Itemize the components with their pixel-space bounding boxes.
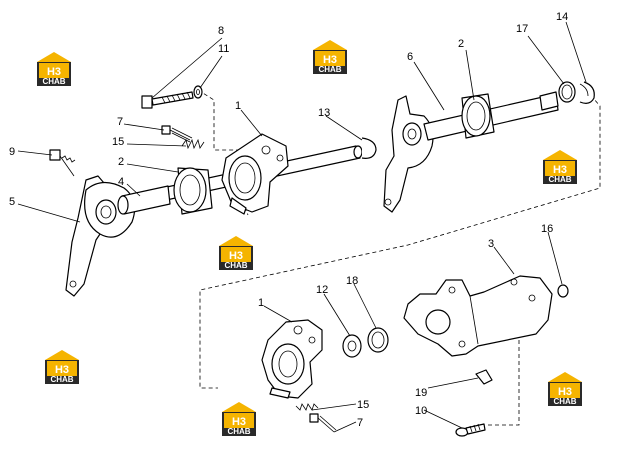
svg-text:CHAB: CHAB [318,65,341,74]
svg-text:H3: H3 [323,54,337,66]
callout-11: 11 [218,43,229,55]
callout-10: 10 [415,405,427,417]
callout-7-upper: 7 [117,116,123,128]
svg-text:CHAB: CHAB [553,397,576,406]
callout-1-lower: 1 [258,297,264,309]
callout-1-upper: 1 [235,100,241,112]
callout-9: 9 [9,146,15,158]
bolt-part-9 [49,149,76,177]
callout-15-upper: 15 [112,136,124,148]
callout-labels: 8 11 2 17 14 6 7 1 13 15 9 2 4 5 3 16 1 … [9,11,568,429]
callout-19: 19 [415,387,427,399]
lever-part-5 [65,175,136,297]
housing-part-3 [403,275,553,357]
snap-ring-part-14 [579,81,595,104]
ring-part-16 [557,284,569,298]
leader-lines [17,21,587,433]
bracket-part-1-upper [221,133,289,215]
brand-logo: H3 CHAB [45,350,79,384]
svg-text:H3: H3 [47,66,61,78]
callout-2-left: 2 [118,156,124,168]
bolt-part-7-upper [161,125,193,143]
svg-text:H3: H3 [553,164,567,176]
callout-14: 14 [556,11,568,23]
callout-3: 3 [488,238,494,250]
brand-logo: H3 CHAB [543,150,577,184]
svg-text:H3: H3 [232,416,246,428]
ring-part-2-left [173,167,213,215]
callout-18: 18 [346,275,358,287]
svg-text:CHAB: CHAB [50,375,73,384]
callout-13: 13 [318,107,330,119]
svg-text:H3: H3 [229,250,243,262]
brand-logo: H3 CHAB [37,52,71,86]
brand-logo: H3 CHAB [222,402,256,436]
callout-17: 17 [516,23,528,35]
callout-2-upper-right: 2 [458,38,464,50]
callout-12: 12 [316,284,328,296]
ring-part-2-right [461,93,495,139]
spring-part-15-lower [295,403,319,411]
ring-part-18 [367,327,389,353]
brand-logo: H3 CHAB [219,236,253,270]
bolt-part-10 [455,423,486,437]
callout-4: 4 [118,176,124,188]
snap-ring-part-13 [361,137,377,159]
brand-logo: H3 CHAB [313,40,347,74]
washer-part-12 [342,334,362,358]
lever-part-6 [383,95,434,213]
callout-6: 6 [407,51,413,63]
callout-5: 5 [9,196,15,208]
callout-7-lower: 7 [357,417,363,429]
fitting-part-19 [475,369,493,385]
svg-text:H3: H3 [558,386,572,398]
sleeve-part-4 [117,185,171,215]
callout-8: 8 [218,25,224,37]
svg-text:CHAB: CHAB [224,261,247,270]
bracket-part-1-lower [261,319,323,399]
bolt-part-7-lower [309,413,337,433]
ring-part-17 [558,81,576,103]
svg-text:CHAB: CHAB [548,175,571,184]
bolt-part-8 [141,91,194,109]
washer-part-11 [193,85,203,99]
svg-text:CHAB: CHAB [42,77,65,86]
brand-logo: H3 CHAB [548,372,582,406]
callout-16: 16 [541,223,553,235]
callout-15-lower: 15 [357,399,369,411]
svg-text:CHAB: CHAB [227,427,250,436]
svg-text:H3: H3 [55,364,69,376]
spring-part-15-upper [181,138,205,150]
